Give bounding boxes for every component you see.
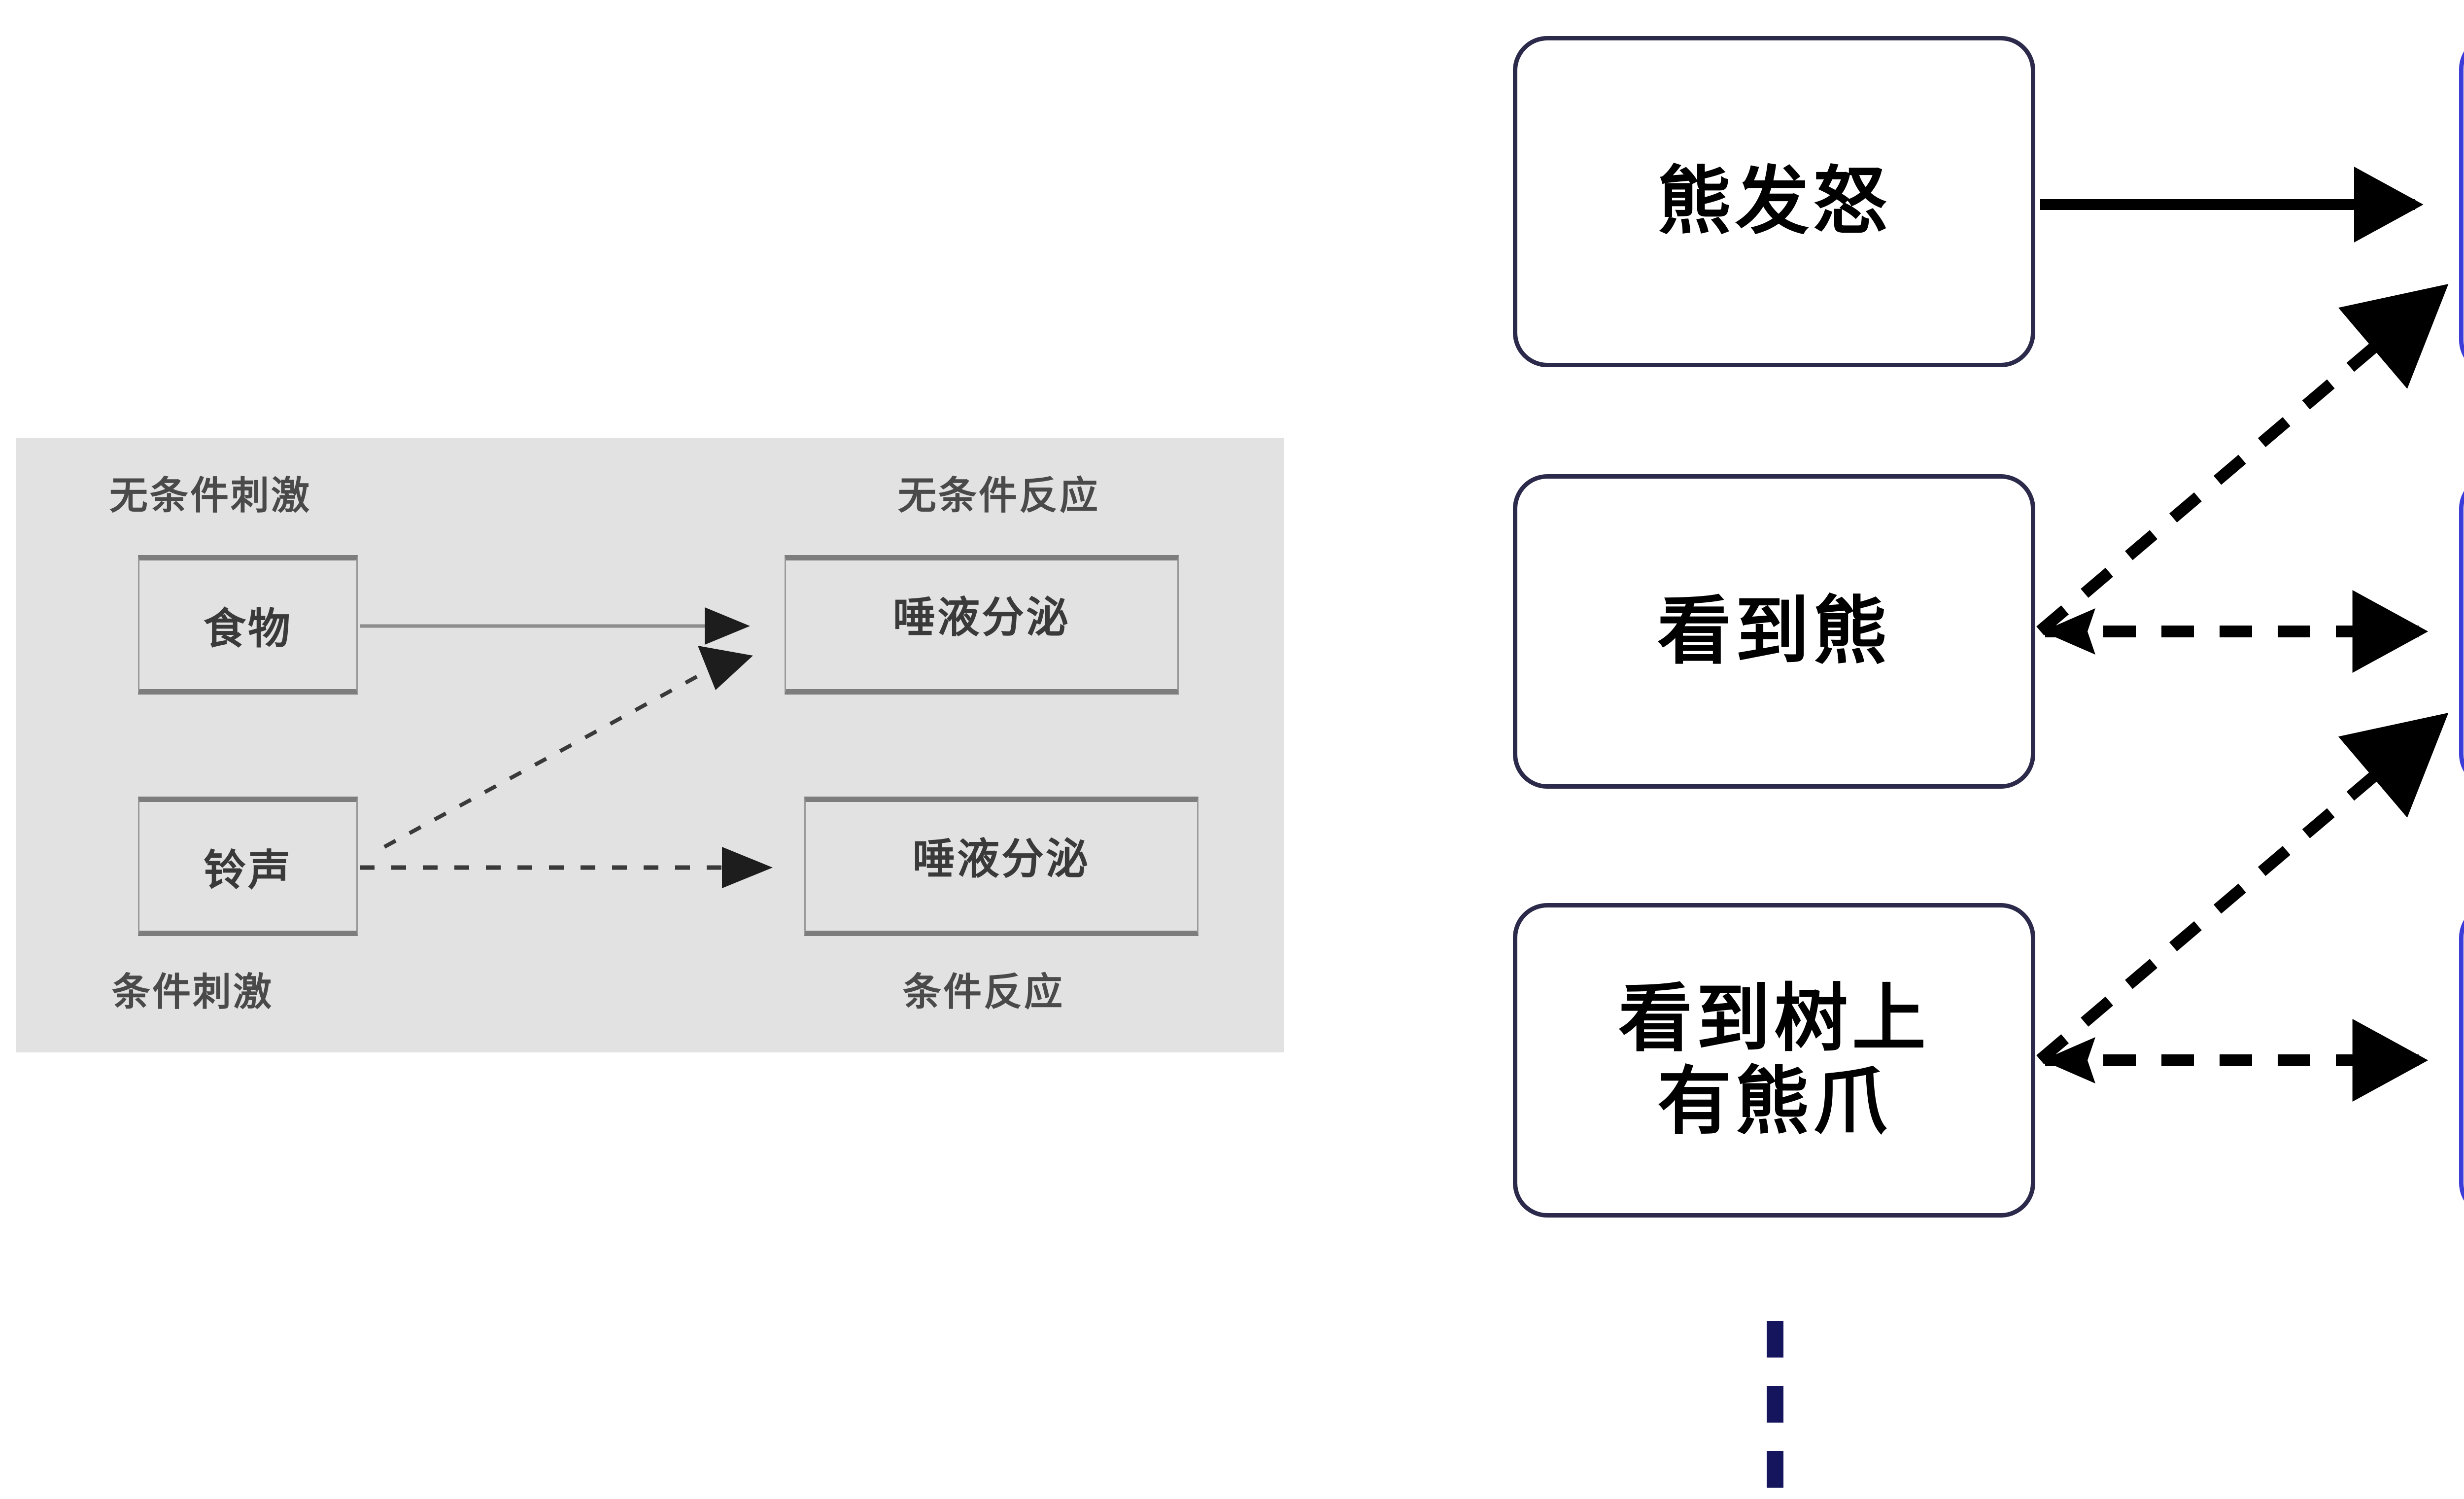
rl-arrow-see-claw-to-v-s xyxy=(2042,1019,2429,1102)
cc-box-food-label: 食物 xyxy=(204,604,292,654)
rl-box-see-claw-label-line2: 有熊爪 xyxy=(1657,1059,1891,1145)
label-conditioned-stimulus: 条件刺激 xyxy=(112,970,274,1014)
label-unconditioned-stimulus: 无条件刺激 xyxy=(109,474,312,518)
cc-box-bell: 铃声 xyxy=(138,797,358,936)
ellipsis-dot xyxy=(1767,1321,1783,1358)
label-unconditioned-response: 无条件反应 xyxy=(898,474,1100,518)
label-conditioned-response: 条件反应 xyxy=(903,970,1065,1014)
rl-arrow-see-bear-to-reward xyxy=(2036,284,2449,636)
rl-box-see-claw: 看到树上 有熊爪 xyxy=(1513,903,2035,1218)
rl-box-reward: 奖励 xyxy=(2459,35,2464,375)
rl-box-bear-angry: 熊发怒 xyxy=(1513,36,2035,367)
rl-arrow-see-claw-to-v-s-next xyxy=(2036,713,2449,1065)
rl-box-v-s: V(s) xyxy=(2459,903,2464,1218)
rl-box-see-bear-label: 看到熊 xyxy=(1657,589,1891,674)
cc-box-salivation-unconditioned-label: 唾液分泌 xyxy=(893,593,1070,642)
rl-arrow-see-bear-to-v-s-next xyxy=(2042,590,2429,673)
rl-box-v-s-next: V(s′) xyxy=(2459,474,2464,789)
rl-box-see-claw-label-line1: 看到树上 xyxy=(1618,976,1930,1062)
rl-box-bear-angry-label: 熊发怒 xyxy=(1657,159,1891,244)
cc-box-salivation-conditioned-label: 唾液分泌 xyxy=(913,835,1090,884)
ellipsis-left-column xyxy=(1767,1321,1783,1488)
cc-box-salivation-conditioned: 唾液分泌 xyxy=(804,797,1198,936)
ellipsis-dot xyxy=(1767,1451,1783,1488)
cc-box-food: 食物 xyxy=(138,555,358,695)
rl-box-see-bear: 看到熊 xyxy=(1513,474,2035,789)
ellipsis-dot xyxy=(1767,1386,1783,1423)
cc-box-salivation-unconditioned: 唾液分泌 xyxy=(785,555,1179,695)
cc-box-bell-label: 铃声 xyxy=(204,846,292,895)
classical-conditioning-panel: 无条件刺激 无条件反应 条件刺激 条件反应 食物 唾液分泌 铃声 唾液分泌 xyxy=(16,438,1284,1052)
